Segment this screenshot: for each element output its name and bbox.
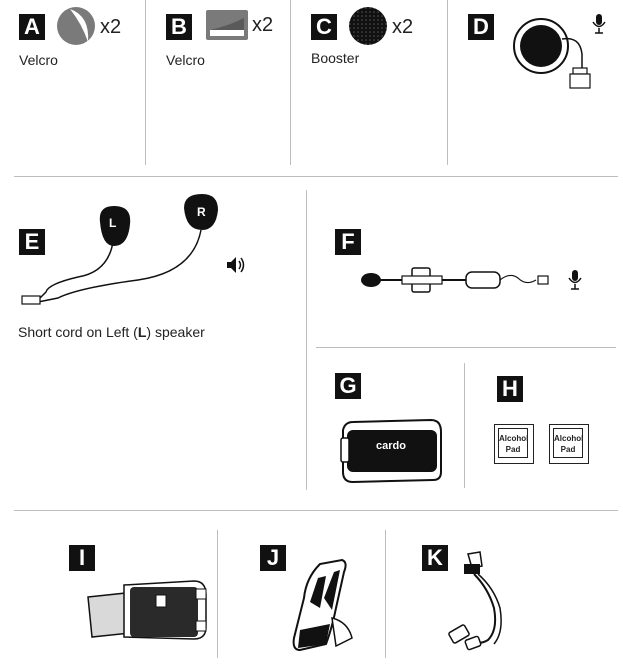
microphone-icon <box>592 14 606 34</box>
divider-row3 <box>14 510 618 511</box>
item-a-letter: A <box>19 14 45 40</box>
item-b-letter: B <box>166 14 192 40</box>
wired-microphone-icon <box>513 18 591 89</box>
alcohol-pad-1-label: Alcohol Pad <box>498 428 528 458</box>
brand-logo: cardo <box>376 440 406 452</box>
item-c-letter: C <box>311 14 337 40</box>
adhesive-mount-icon <box>292 558 353 652</box>
divider-c-d <box>447 0 448 165</box>
item-a-quantity: x2 <box>100 16 122 38</box>
divider-j-k <box>385 530 386 658</box>
item-f-letter: F <box>335 229 361 255</box>
divider-row1 <box>14 176 618 177</box>
communication-unit-icon <box>340 418 442 484</box>
divider-i-j <box>217 530 218 658</box>
left-speaker-label: L <box>109 216 117 230</box>
alcohol-pad-1-line2: Pad <box>505 445 521 454</box>
divider-g-h <box>464 363 465 488</box>
item-d-letter: D <box>468 14 494 40</box>
item-k-letter: K <box>422 545 448 571</box>
divider-b-c <box>290 0 291 165</box>
item-e-caption-bold: L <box>137 324 147 340</box>
alcohol-pad-2: Alcohol Pad <box>549 424 589 464</box>
alcohol-pad-1-line1: Alcohol <box>499 434 529 443</box>
microphone-icon <box>568 270 582 290</box>
boom-microphone-icon <box>361 267 549 293</box>
item-e-caption-suffix: ) speaker <box>146 324 205 340</box>
item-e-letter: E <box>19 229 45 255</box>
divider-e-f <box>306 190 307 490</box>
item-b-caption: Velcro <box>166 52 205 68</box>
velcro-rect-icon <box>206 10 248 40</box>
divider-f-g <box>316 347 616 348</box>
item-j-letter: J <box>260 545 286 571</box>
clamp-mount-icon <box>87 580 207 640</box>
divider-a-b <box>145 0 146 165</box>
item-h-letter: H <box>497 376 523 402</box>
right-speaker-label: R <box>197 205 206 219</box>
item-b-quantity: x2 <box>252 14 274 36</box>
alcohol-pad-2-label: Alcohol Pad <box>553 428 583 458</box>
usb-cable-icon <box>448 551 502 651</box>
speaker-icon <box>227 257 245 273</box>
item-i-letter: I <box>69 545 95 571</box>
velcro-round-icon <box>57 7 95 45</box>
item-e-caption: Short cord on Left (L) speaker <box>18 324 205 340</box>
booster-icon <box>349 7 387 45</box>
item-e-caption-prefix: Short cord on Left ( <box>18 324 138 340</box>
alcohol-pad-1: Alcohol Pad <box>494 424 534 464</box>
item-a-caption: Velcro <box>19 52 58 68</box>
item-c-quantity: x2 <box>392 16 414 38</box>
item-c-caption: Booster <box>311 50 360 66</box>
alcohol-pad-2-line1: Alcohol <box>554 434 584 443</box>
item-g-letter: G <box>335 373 361 399</box>
speakers-cable-icon <box>21 194 218 305</box>
alcohol-pad-2-line2: Pad <box>560 445 576 454</box>
